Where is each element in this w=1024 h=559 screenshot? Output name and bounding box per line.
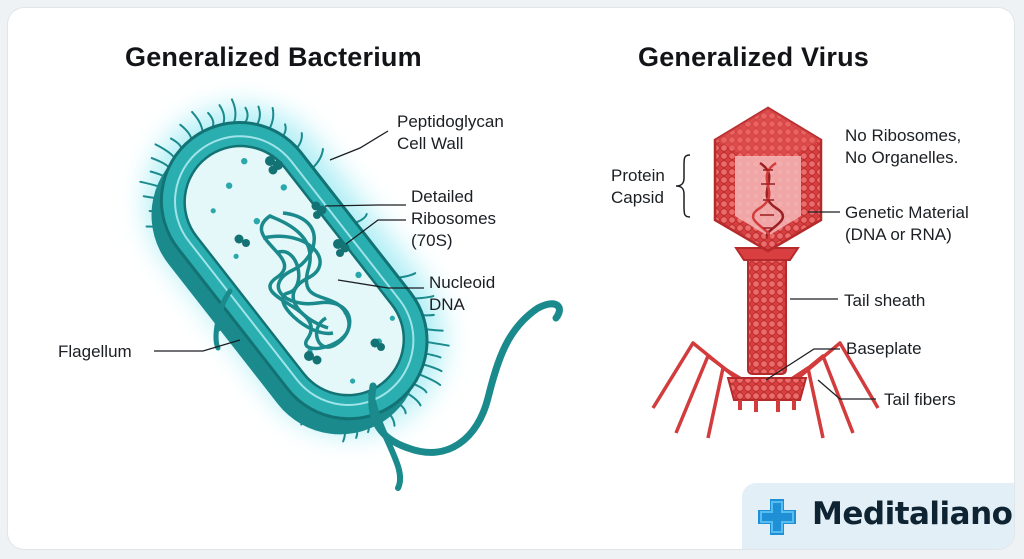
detailed-ribosomes xyxy=(234,156,385,365)
label-cell-wall: Peptidoglycan Cell Wall xyxy=(397,112,504,153)
ribosome-dot xyxy=(355,271,362,279)
label-genetic-material: Genetic Material (DNA or RNA) xyxy=(845,203,969,244)
label-tail-fibers: Tail fibers xyxy=(884,390,956,409)
ribosome-dot xyxy=(233,253,239,259)
collar xyxy=(734,247,800,261)
baseplate-pins xyxy=(738,400,796,412)
pilus xyxy=(413,383,428,394)
nucleoid-dna xyxy=(259,211,352,351)
ribosome-dot xyxy=(350,378,356,384)
ribosome-dot xyxy=(225,182,233,189)
genetic-material xyxy=(751,161,785,239)
brand-logo: Meditaliano xyxy=(742,483,1014,549)
brand-name: Meditaliano xyxy=(812,496,1013,532)
pilus xyxy=(425,341,450,347)
capsid-brace xyxy=(675,154,691,218)
diagram-card: Generalized Bacterium Generalized Virus xyxy=(8,8,1014,549)
ribosome-dot xyxy=(253,217,261,225)
pilus xyxy=(207,111,215,128)
ribosome-dot xyxy=(210,208,216,214)
bacterium-leader-lines xyxy=(154,130,424,352)
label-nucleoid: Nucleoid DNA xyxy=(429,273,496,314)
bacterium-illustration xyxy=(139,98,563,491)
cell-wall-inner-line xyxy=(174,135,415,406)
virus-illustration xyxy=(651,106,880,439)
flagellum-secondary xyxy=(368,390,404,491)
pilus xyxy=(218,104,226,124)
pilus xyxy=(425,352,442,359)
pilus xyxy=(419,373,442,386)
pilus xyxy=(230,98,237,123)
label-flagellum: Flagellum xyxy=(58,342,132,361)
capsid-top-face xyxy=(715,108,821,168)
pilus xyxy=(354,212,368,224)
diagram-artwork xyxy=(139,98,880,491)
label-baseplate: Baseplate xyxy=(846,339,922,358)
virus-leader-lines xyxy=(765,211,876,400)
pilus xyxy=(191,110,204,133)
pilus xyxy=(423,363,443,373)
medical-cross-icon xyxy=(758,499,796,535)
label-no-ribosomes: No Ribosomes, No Organelles. xyxy=(845,126,962,167)
label-ribosomes: Detailed Ribosomes (70S) xyxy=(411,187,497,250)
virus-title: Generalized Virus xyxy=(638,42,870,72)
pilus xyxy=(406,392,422,407)
baseplate xyxy=(726,377,808,401)
pilus xyxy=(150,157,169,168)
label-tail-sheath: Tail sheath xyxy=(844,291,926,310)
pilus xyxy=(154,143,175,158)
tail-sheath xyxy=(747,255,787,375)
bacterium-title: Generalized Bacterium xyxy=(125,42,422,72)
ribosome-dot xyxy=(280,184,287,191)
label-capsid: Protein Capsid xyxy=(611,166,665,207)
ribosome-dot xyxy=(241,157,248,165)
ribosome-dot xyxy=(389,315,395,321)
flagellum-hook xyxy=(213,288,233,351)
pilus xyxy=(244,106,249,123)
